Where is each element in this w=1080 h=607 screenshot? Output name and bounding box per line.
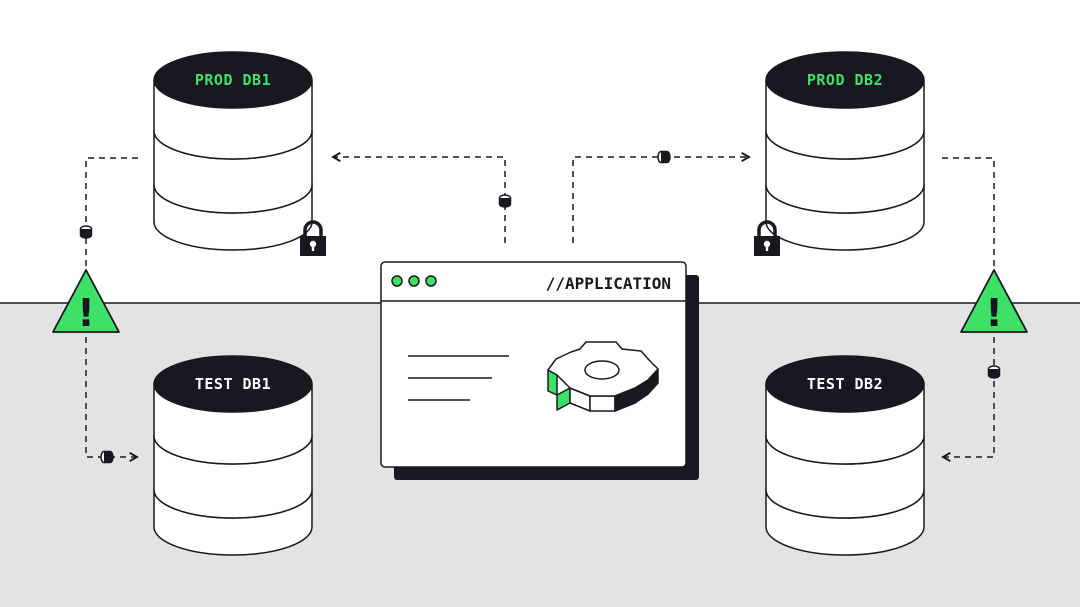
db-label: PROD DB2 [807, 71, 883, 89]
db-label: TEST DB2 [807, 375, 883, 393]
warning-glyph: ! [985, 291, 1002, 335]
prod-db1: PROD DB1 [153, 51, 313, 251]
warning-glyph: ! [77, 291, 94, 335]
warning-icon: ! [52, 269, 120, 335]
test-db1: TEST DB1 [153, 355, 313, 556]
application-title: //APPLICATION [546, 274, 671, 293]
connector-app-prod-db1 [331, 151, 506, 243]
warning-icon: ! [960, 269, 1028, 335]
connector-app-prod-db2 [572, 151, 751, 243]
lock-icon [754, 220, 780, 256]
window-dot [408, 275, 420, 287]
window-frame [380, 261, 687, 468]
lock-icon [300, 220, 326, 256]
window-dot [391, 275, 403, 287]
data-packet-icon [79, 225, 93, 239]
data-packet-icon [657, 150, 671, 164]
test-db2: TEST DB2 [765, 355, 925, 556]
data-packet-icon [987, 365, 1001, 379]
gear-icon [547, 341, 659, 412]
prod-db2: PROD DB2 [765, 51, 925, 251]
data-packet-icon [100, 450, 114, 464]
application-window: //APPLICATION [380, 261, 699, 480]
db-label: TEST DB1 [195, 375, 271, 393]
db-label: PROD DB1 [195, 71, 271, 89]
data-packet-icon [498, 194, 512, 208]
window-dot [425, 275, 437, 287]
